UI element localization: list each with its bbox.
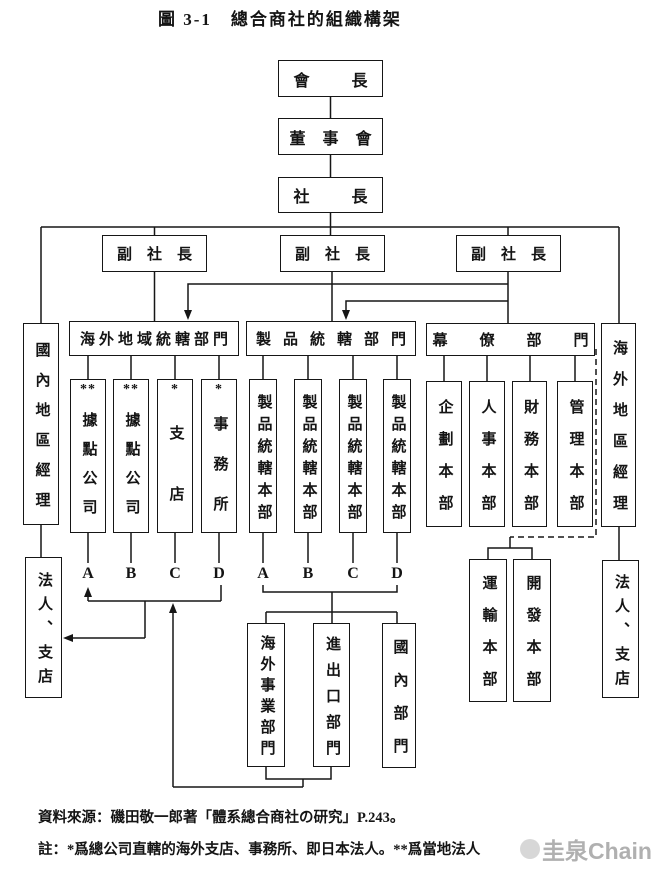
connector-lines [40, 97, 620, 788]
label-row1-b: B [125, 565, 137, 582]
watermark: 圭泉Chain [520, 832, 652, 866]
node-base-company-2: ** 據點公司 [113, 379, 149, 533]
watermark-text: 圭泉Chain [542, 838, 652, 864]
node-vice-president-1: 副社長 [102, 235, 207, 272]
node-president: 社長 [278, 177, 383, 213]
node-dept-staff: 幕僚部門 [426, 323, 595, 356]
double-asterisk-marker: ** [123, 382, 139, 397]
label-row2-c: C [347, 565, 359, 582]
double-asterisk-marker: ** [80, 382, 96, 397]
node-transport-hq: 運輸本部 [469, 559, 507, 703]
label-row1-d: D [213, 565, 225, 582]
node-dept-product-control: 製品統轄部門 [246, 321, 416, 356]
watermark-logo-icon [520, 839, 540, 859]
node-product-control-hq-1: 製品統轄本部 [249, 379, 277, 533]
source-note: 資料來源：磯田敬一郎著「體系總合商社の研究」P.243。 [38, 810, 405, 826]
label-row2-d: D [391, 565, 403, 582]
node-planning-hq: 企劃本部 [426, 381, 462, 527]
node-dept-overseas-regional-control: 海外地域統轄部門 [69, 321, 239, 356]
solid-connectors [40, 97, 620, 788]
asterisk-marker: * [171, 382, 179, 397]
node-product-control-hq-4: 製品統轄本部 [383, 379, 411, 533]
node-legal-branch-left: 法人、支店 [25, 557, 62, 698]
node-development-hq: 開發本部 [513, 559, 551, 703]
node-domestic-dept: 國內部門 [382, 623, 416, 771]
node-vice-president-2: 副社長 [280, 235, 385, 272]
label-row1-a: A [82, 565, 94, 582]
node-chairman: 會長 [278, 60, 383, 97]
node-board-of-directors: 董事會 [278, 118, 383, 155]
node-office: * 事務所 [201, 379, 237, 536]
footnote-legend: 註：*爲總公司直轄的海外支店、事務所、即日本法人。**爲當地法人 [38, 842, 481, 858]
asterisk-marker: * [215, 382, 223, 397]
node-vice-president-3: 副社長 [456, 235, 561, 272]
node-overseas-business-dept: 海外事業部門 [247, 623, 285, 767]
node-product-control-hq-2: 製品統轄本部 [294, 379, 322, 533]
node-domestic-region-manager: 國內地區經理 [23, 323, 59, 525]
node-branch-store: * 支店 [157, 379, 193, 547]
node-import-export-dept: 進出口部門 [313, 623, 350, 767]
diagram-title: 圖 3-1 總合商社的組織構架 [158, 10, 402, 29]
node-base-company-1: ** 據點公司 [70, 379, 106, 533]
node-overseas-region-manager: 海外地區經理 [601, 323, 636, 527]
label-row1-c: C [169, 565, 181, 582]
label-row2-a: A [257, 565, 269, 582]
node-personnel-hq: 人事本部 [469, 381, 505, 527]
node-finance-hq: 財務本部 [512, 381, 547, 527]
node-admin-hq: 管理本部 [557, 381, 593, 527]
node-legal-branch-right: 法人、支店 [602, 560, 639, 698]
label-row2-b: B [302, 565, 314, 582]
node-product-control-hq-3: 製品統轄本部 [339, 379, 367, 533]
dashed-connector [510, 349, 597, 538]
